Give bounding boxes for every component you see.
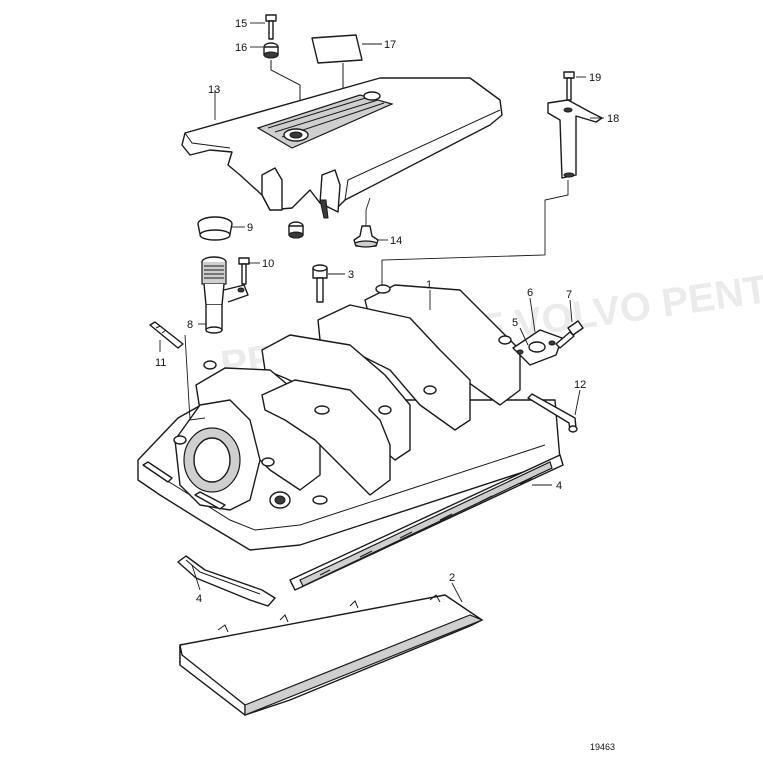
part-8-filler-tube [201,256,249,334]
callout-10: 10 [262,258,274,270]
part-13-engine-cover [181,77,503,219]
part-7-bolt [555,320,584,349]
callout-3: 3 [348,269,354,281]
part-3-bolt [312,264,328,303]
callout-12: 12 [574,379,586,391]
callout-19: 19 [589,72,601,84]
part-15-bolt [265,14,277,40]
callout-4-right: 4 [556,480,562,492]
part-1-intake-manifold [137,284,561,551]
callout-6: 6 [527,287,533,299]
callout-16: 16 [235,42,247,54]
part-10-bolt [238,257,250,285]
leader-lines [159,22,604,603]
callout-5: 5 [512,317,518,329]
callout-labels: 15 16 17 13 19 18 9 14 10 3 1 6 7 5 8 11… [155,18,619,605]
part-2-tray [179,594,484,716]
callout-17: 17 [384,39,396,51]
part-18-bracket [547,99,603,179]
callout-4-left: 4 [196,593,202,605]
callout-15: 15 [235,18,247,30]
callout-8: 8 [187,319,193,331]
part-9-filler-cap [197,216,233,241]
callout-7: 7 [566,289,572,301]
part-11-stud [149,321,184,349]
part-19-bolt [563,71,575,101]
callout-11: 11 [155,357,166,369]
drawing-number: 19463 [590,742,615,752]
callout-2: 2 [449,572,455,584]
callout-9: 9 [247,222,253,234]
callout-1: 1 [426,279,432,291]
part-6-gasket [512,329,563,366]
callout-14: 14 [390,235,402,247]
part-4-gasket-strip [289,454,564,591]
part-4-small-gasket [177,555,276,607]
part-16-washer [263,42,279,59]
callout-13: 13 [208,84,220,96]
part-12-pipe [527,393,578,433]
callout-18: 18 [607,113,619,125]
part-13-grommet-nut [288,221,304,239]
part-14-grommet [353,225,379,248]
